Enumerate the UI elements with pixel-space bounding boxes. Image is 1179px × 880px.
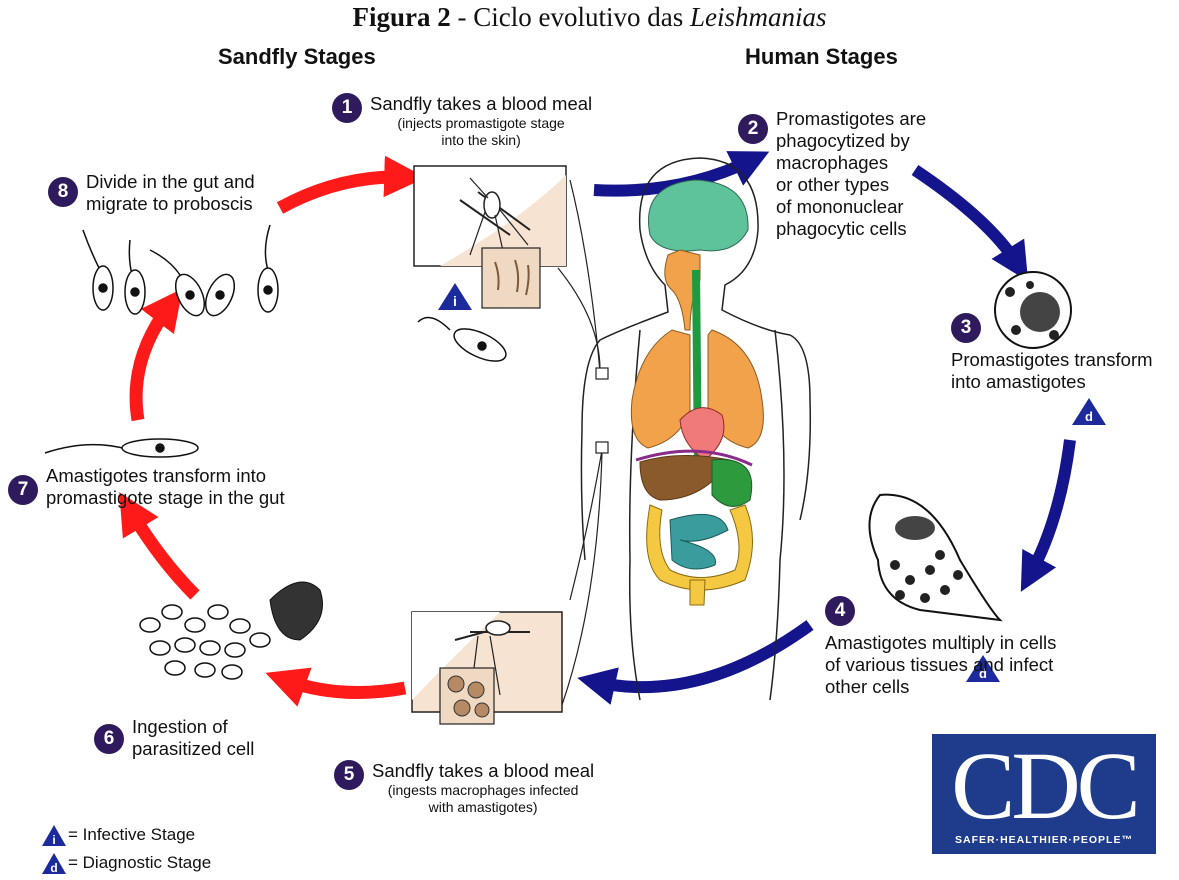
left-lung bbox=[631, 330, 690, 448]
svg-text:i: i bbox=[52, 833, 55, 847]
step-1-subtext: (injects promastigote stage into the ski… bbox=[370, 115, 592, 149]
step-3-number: 3 bbox=[951, 313, 981, 343]
step-8-number: 8 bbox=[48, 177, 78, 207]
infective-stage-marker: i bbox=[438, 283, 472, 310]
step-8: 8 Divide in the gut and migrate to probo… bbox=[48, 171, 255, 215]
legend-diagnostic-text: = Diagnostic Stage bbox=[68, 853, 211, 873]
step-4-number: 4 bbox=[825, 596, 855, 626]
legend-infective: i = Infective Stage bbox=[40, 823, 195, 847]
step-5-number: 5 bbox=[334, 760, 364, 790]
svg-text:d: d bbox=[50, 861, 57, 875]
step-6-text: Ingestion of parasitized cell bbox=[132, 716, 254, 760]
svg-text:d: d bbox=[1085, 409, 1093, 424]
cdc-slogan: SAFER·HEALTHIER·PEOPLE™ bbox=[932, 834, 1156, 846]
step-6-number: 6 bbox=[94, 724, 124, 754]
small-intestine bbox=[670, 514, 728, 569]
arrow-2-to-3 bbox=[915, 170, 1018, 265]
sandfly-feeding-panel-top bbox=[414, 166, 566, 308]
promastigote-infective bbox=[418, 318, 510, 368]
step-2-text: Promastigotes are phagocytized by macrop… bbox=[776, 108, 926, 240]
sandfly-feeding-panel-bottom bbox=[412, 612, 562, 724]
arrow-6-to-7 bbox=[130, 510, 195, 595]
infective-stage-icon: i bbox=[40, 823, 68, 847]
cdc-logo-text: CDC bbox=[932, 736, 1156, 836]
step-4-text: Amastigotes multiply in cells of various… bbox=[825, 632, 1056, 698]
step-1-text: Sandfly takes a blood meal bbox=[370, 93, 592, 115]
step-7-number: 7 bbox=[8, 475, 38, 505]
rectum bbox=[690, 580, 705, 605]
step-5-subtext: (ingests macrophages infected with amast… bbox=[372, 782, 594, 816]
svg-text:i: i bbox=[453, 293, 457, 309]
legend-diagnostic: d = Diagnostic Stage bbox=[40, 851, 211, 875]
diagnostic-stage-marker-3: d bbox=[1072, 398, 1106, 425]
brain bbox=[648, 180, 748, 251]
step-4: 4 Amastigotes multiply in cells of vario… bbox=[825, 596, 1056, 698]
step-3: 3 Promastigotes transform into amastigot… bbox=[951, 313, 1153, 393]
step-5-text: Sandfly takes a blood meal bbox=[372, 760, 594, 782]
promastigotes-stage-8 bbox=[83, 225, 278, 320]
promastigote-stage-7 bbox=[45, 439, 198, 457]
step-8-text: Divide in the gut and migrate to probosc… bbox=[86, 171, 255, 215]
arrow-4-to-5 bbox=[596, 625, 810, 687]
arrow-5-to-6 bbox=[285, 680, 405, 693]
stomach bbox=[712, 460, 752, 507]
arrow-7-to-8 bbox=[136, 305, 170, 420]
step-1: 1 Sandfly takes a blood meal (injects pr… bbox=[332, 93, 592, 149]
legend-infective-text: = Infective Stage bbox=[68, 825, 195, 845]
arrow-8-to-1 bbox=[280, 177, 405, 208]
diagnostic-stage-icon: d bbox=[40, 851, 68, 875]
parasitized-cell-stage-6 bbox=[140, 582, 323, 679]
step-2-number: 2 bbox=[738, 114, 768, 144]
step-1-number: 1 bbox=[332, 93, 362, 123]
arrow-3-to-4 bbox=[1030, 440, 1070, 575]
step-5: 5 Sandfly takes a blood meal (ingests ma… bbox=[334, 760, 594, 816]
step-2: 2 Promastigotes are phagocytized by macr… bbox=[738, 108, 926, 240]
step-6: 6 Ingestion of parasitized cell bbox=[94, 716, 254, 760]
step-7: 7 Amastigotes transform into promastigot… bbox=[8, 465, 285, 509]
step-7-text: Amastigotes transform into promastigote … bbox=[46, 465, 285, 509]
step-3-text: Promastigotes transform into amastigotes bbox=[951, 349, 1153, 393]
